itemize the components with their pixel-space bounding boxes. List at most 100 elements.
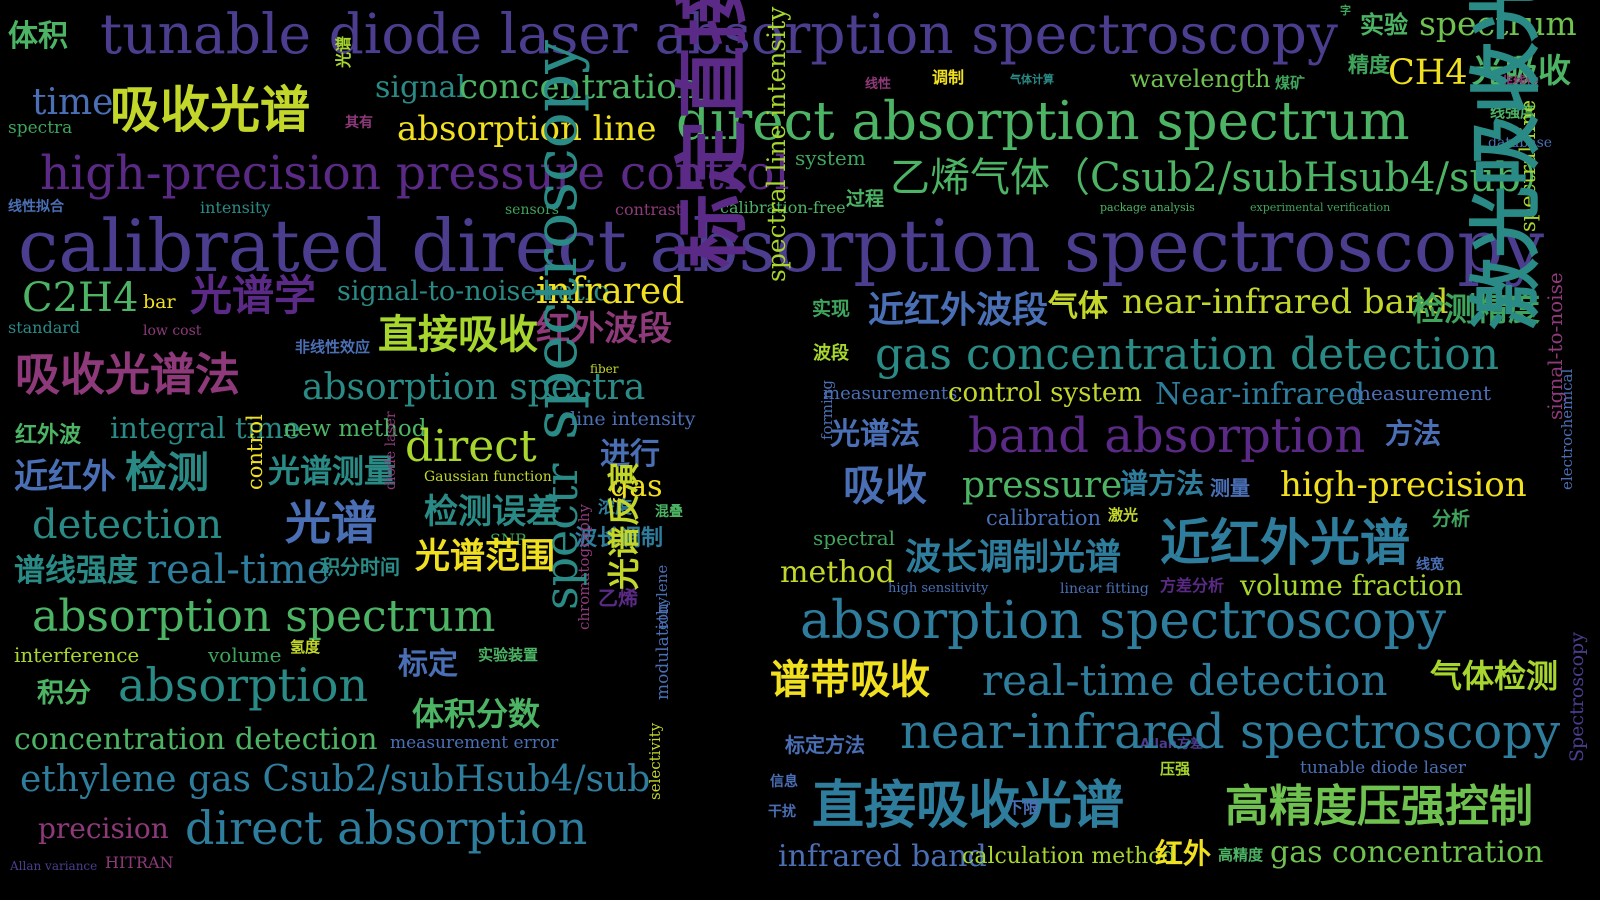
cloud-word: 光谱测量 — [268, 452, 397, 490]
cloud-word: 浓度 — [598, 498, 632, 518]
cloud-word: 方法 — [1385, 417, 1442, 450]
cloud-word: 精度 — [1348, 53, 1390, 77]
cloud-word: 吸收 — [843, 461, 928, 510]
cloud-word: sensors — [505, 202, 559, 218]
cloud-word: ethylene gas Csub2/subHsub4/sub — [20, 759, 651, 800]
cloud-word: CH4 — [1388, 53, 1468, 93]
cloud-word: 进行 — [600, 437, 660, 472]
cloud-word: absorption — [118, 658, 369, 712]
cloud-word: direct — [405, 421, 537, 472]
cloud-word: high-precision pressure control — [40, 146, 790, 201]
cloud-word: 煤矿 — [1275, 74, 1306, 92]
cloud-word: control — [243, 414, 267, 490]
cloud-word: interference — [14, 643, 140, 667]
cloud-word: 调制 — [932, 68, 965, 87]
cloud-word: measurements — [823, 383, 958, 404]
cloud-word: HITRAN — [105, 853, 174, 872]
cloud-word: detection — [32, 502, 223, 548]
cloud-word: 红外 — [1155, 837, 1212, 870]
cloud-word: infrared band — [778, 839, 987, 874]
cloud-word: 谱方法 — [1120, 467, 1205, 500]
cloud-word: spectr — [534, 463, 588, 610]
cloud-word: new method — [283, 416, 427, 442]
cloud-word: 高精度压强控制 — [1225, 781, 1533, 832]
cloud-word: 检测 — [125, 448, 210, 497]
cloud-word: 气体计算 — [1010, 73, 1054, 86]
cloud-word: band absorption — [968, 408, 1366, 464]
cloud-word: measurement error — [390, 733, 559, 753]
cloud-word: 线性 — [865, 77, 892, 92]
cloud-word: 非线性 — [1500, 75, 1540, 90]
cloud-word: 谱线强度 — [14, 553, 138, 589]
cloud-word: calibration-free — [720, 198, 846, 217]
cloud-word: 标定 — [398, 647, 458, 682]
cloud-word: real-time detection — [982, 656, 1388, 705]
cloud-word: gas — [610, 469, 663, 504]
cloud-word: signal — [375, 70, 466, 105]
cloud-word: 吸收光谱法 — [15, 348, 241, 401]
cloud-word: modulation — [653, 602, 673, 700]
cloud-word: 光谱 — [285, 496, 377, 550]
cloud-word: 波长调制光谱 — [905, 537, 1122, 578]
cloud-word: wavelength — [1130, 65, 1271, 93]
cloud-word: linear fitting — [1060, 581, 1149, 597]
cloud-word: database — [1488, 135, 1553, 151]
cloud-word: 标定直接吸收光谱 — [670, 0, 756, 268]
cloud-word: Allan方差 — [1140, 737, 1204, 752]
cloud-word: integral time — [110, 411, 301, 445]
cloud-word: 光谱反演 — [605, 461, 643, 590]
cloud-word: direct absorption — [185, 801, 588, 855]
cloud-word: spectra — [8, 118, 73, 138]
cloud-word: 激光 — [1108, 506, 1139, 524]
cloud-word: 光谱学 — [190, 271, 317, 320]
cloud-word: calculation method — [962, 844, 1176, 869]
cloud-word: measurement — [1352, 381, 1491, 405]
cloud-word: 体积 — [8, 19, 68, 54]
cloud-word: 氢度 — [290, 638, 321, 656]
cloud-word: near-infrared spectroscopy — [900, 704, 1561, 760]
cloud-word: 波长调制 — [575, 526, 664, 551]
cloud-word: absorption spectra — [302, 367, 646, 408]
cloud-word: real-time — [147, 547, 331, 593]
cloud-word: 积分 — [37, 678, 91, 709]
cloud-word: 测量 — [1210, 476, 1250, 500]
cloud-word: 下限 — [1007, 798, 1040, 817]
cloud-word: 标定方法 — [785, 733, 865, 757]
cloud-word: time — [32, 82, 114, 123]
cloud-word: bar — [143, 291, 176, 313]
cloud-word: 检测误差 — [424, 492, 560, 532]
cloud-word: contrast — [615, 200, 683, 219]
cloud-word: experimental verification — [1250, 201, 1391, 214]
cloud-word: line intensity — [570, 408, 696, 430]
cloud-word: spectral line intensity — [762, 6, 791, 282]
cloud-word: 过程 — [846, 188, 885, 210]
cloud-word: 线性拟合 — [8, 199, 64, 215]
cloud-word: 积分时间 — [320, 555, 400, 579]
cloud-word: forming — [818, 379, 836, 440]
cloud-word: 信息 — [770, 774, 798, 790]
cloud-word: 方差分析 — [1160, 576, 1225, 595]
cloud-word: 近红外波段 — [868, 290, 1049, 331]
cloud-word: precision — [38, 812, 169, 845]
cloud-word: pressure — [962, 465, 1123, 506]
cloud-word: selectivity — [646, 722, 664, 800]
cloud-word: near-infrared band — [1122, 282, 1449, 322]
cloud-word: 其有 — [345, 115, 373, 131]
cloud-word: spectroscopy — [521, 39, 591, 440]
cloud-word: 体积分数 — [412, 695, 541, 733]
cloud-word: infrared — [536, 271, 685, 312]
cloud-word: 非线性效应 — [295, 338, 371, 356]
cloud-word: tunable diode laser — [1300, 758, 1467, 778]
cloud-word: 实现 — [812, 298, 851, 320]
cloud-word: 混叠 — [655, 504, 683, 520]
cloud-word: 波段 — [813, 343, 849, 364]
cloud-word: tunable diode laser absorption spectrosc… — [100, 2, 1338, 66]
cloud-word: absorption spectrum — [32, 591, 496, 642]
cloud-word: Gaussian function — [424, 469, 552, 485]
cloud-word: 检测精度 — [1412, 290, 1541, 328]
cloud-word: 光谱 — [334, 35, 353, 68]
cloud-word: Allan variance — [10, 859, 98, 873]
cloud-word: 近红外 — [14, 457, 116, 497]
cloud-word: 压强 — [1160, 760, 1191, 778]
